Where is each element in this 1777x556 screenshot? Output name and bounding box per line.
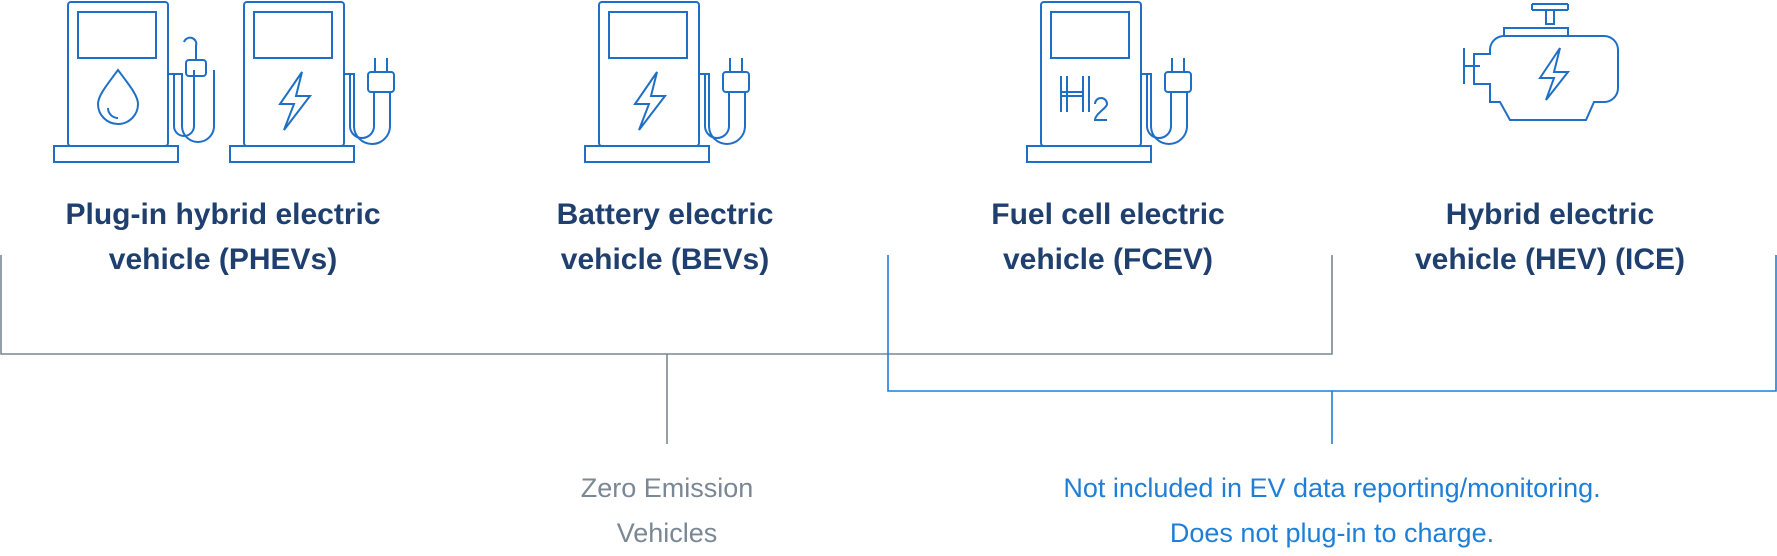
category-label-fcev: Fuel cell electric vehicle (FCEV) (918, 192, 1298, 282)
category-label-line2: vehicle (HEV) (ICE) (1414, 243, 1686, 276)
engine-icon (1463, 3, 1619, 121)
group-label-line2: Vehicles (616, 518, 718, 548)
group-label-line1: Not included in EV data reporting/monito… (1063, 473, 1601, 503)
category-label-line1: Hybrid electric (1445, 198, 1655, 231)
electric-pump-icon (229, 1, 395, 163)
category-label-line2: vehicle (PHEVs) (108, 243, 338, 276)
zero-emission-label: Zero Emission Vehicles (517, 466, 817, 556)
group-label-line1: Zero Emission (580, 473, 754, 503)
category-label-hev: Hybrid electric vehicle (HEV) (ICE) (1360, 192, 1740, 282)
category-label-line1: Plug-in hybrid electric (65, 198, 381, 231)
category-label-line2: vehicle (FCEV) (1002, 243, 1214, 276)
category-label-line2: vehicle (BEVs) (560, 243, 770, 276)
category-label-line1: Battery electric (556, 198, 774, 231)
electric-charger-icon (584, 1, 750, 163)
category-label-line1: Fuel cell electric (991, 198, 1225, 231)
group-label-line2: Does not plug-in to charge. (1169, 518, 1495, 548)
hydrogen-pump-icon (1026, 1, 1192, 163)
zero-emission-bracket (0, 255, 1333, 444)
not-included-bracket (887, 255, 1777, 444)
fuel-pump-icon (53, 1, 215, 163)
category-label-phev: Plug-in hybrid electric vehicle (PHEVs) (33, 192, 413, 282)
category-label-bev: Battery electric vehicle (BEVs) (475, 192, 855, 282)
not-included-label: Not included in EV data reporting/monito… (982, 466, 1682, 556)
